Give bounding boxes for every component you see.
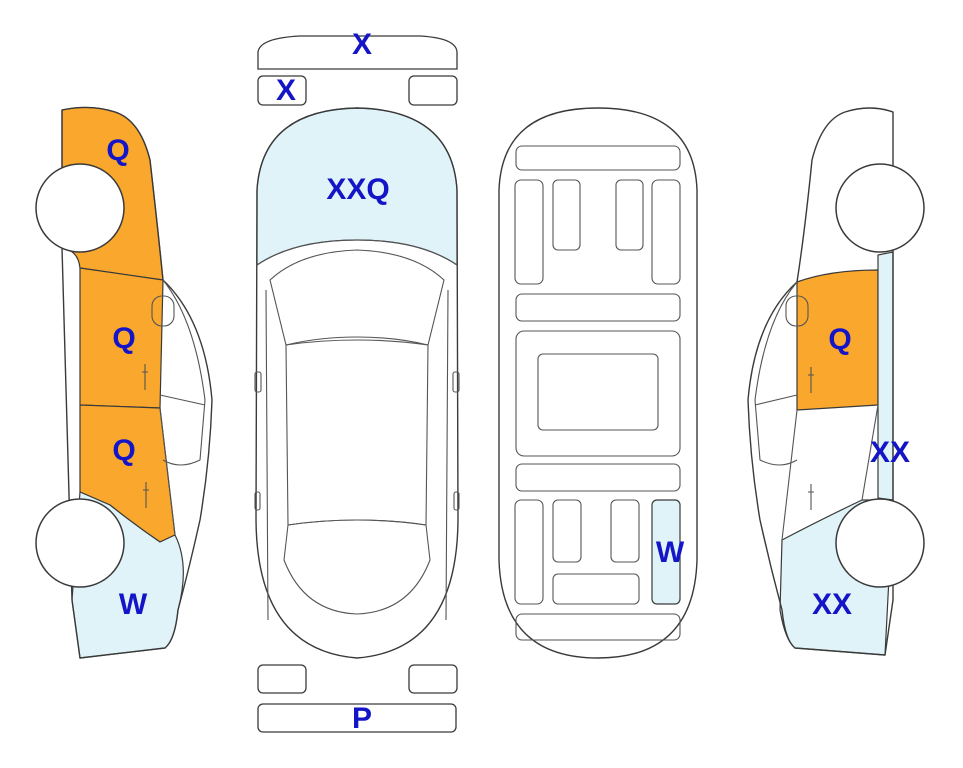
- left-rear-door-label: Q: [112, 434, 135, 467]
- left-door-seam: [159, 407, 176, 536]
- right-pillar-line: [754, 394, 798, 406]
- right-front-door-label: Q: [828, 323, 851, 356]
- left-handle: [254, 491, 261, 511]
- interior-outline: [498, 107, 698, 659]
- interior-trunk: [515, 613, 681, 641]
- left-mirror-side: [151, 295, 175, 327]
- interior-rear-mid-inner: [610, 499, 640, 563]
- right-mirror: [452, 371, 460, 393]
- right-window-line: [754, 281, 798, 466]
- left-front-wheel: [35, 163, 125, 253]
- interior-dashboard: [515, 145, 681, 171]
- right-mirror-side: [785, 295, 809, 327]
- interior-rear-shelf: [552, 573, 640, 605]
- interior-rear-right-zone[interactable]: [651, 499, 681, 605]
- front-left-small-label: X: [276, 74, 296, 107]
- front-left-small-zone[interactable]: [257, 75, 307, 106]
- left-rear-wheel: [35, 498, 125, 588]
- interior-front-left-inner: [552, 179, 581, 251]
- left-pillar-line: [159, 394, 206, 406]
- interior-rear-left-seat: [514, 499, 544, 605]
- left-front-fender-label: Q: [106, 134, 129, 167]
- right-rear-quarter-label: XX: [812, 588, 852, 621]
- interior-center-console: [537, 353, 659, 431]
- front-right-small-zone[interactable]: [408, 75, 458, 106]
- rear-left-small-zone: [257, 664, 307, 694]
- interior-front-right-inner: [615, 179, 644, 251]
- right-pillar-label: XX: [870, 436, 910, 469]
- left-side-body-outline: [61, 106, 213, 659]
- top-view-body-outline: [255, 107, 459, 659]
- interior-rear-bar: [515, 463, 681, 492]
- right-rear-wheel: [835, 498, 925, 588]
- interior-rear-left-inner: [552, 499, 582, 563]
- left-window-line: [162, 279, 206, 466]
- left-side-line: [265, 289, 269, 621]
- right-door-seam: [781, 409, 798, 541]
- right-handle: [453, 491, 460, 511]
- left-front-door-label: Q: [112, 322, 135, 355]
- rear-right-small-zone: [408, 664, 458, 694]
- right-side-body-outline: [747, 107, 894, 656]
- rear-bumper-label: P: [352, 702, 372, 735]
- interior-center-frame: [515, 330, 681, 457]
- hood-label: XXQ: [326, 173, 389, 206]
- interior-front-right-seat: [651, 179, 681, 285]
- windshield: [269, 249, 445, 346]
- front-bumper-top-label: X: [352, 28, 372, 61]
- left-front-door-handle: [142, 364, 148, 390]
- front-bumper-top-zone[interactable]: [257, 35, 458, 70]
- left-rear-door-handle: [143, 482, 149, 508]
- right-rear-door-edge: [861, 404, 879, 501]
- right-front-door-handle: [808, 367, 814, 393]
- interior-rear-right-label: W: [656, 536, 685, 569]
- roof: [285, 339, 429, 526]
- right-front-wheel: [835, 163, 925, 253]
- left-mirror: [254, 371, 262, 393]
- rear-window: [283, 519, 431, 615]
- right-rear-door-handle: [808, 484, 814, 510]
- right-side-line: [445, 289, 449, 621]
- windshield-line: [256, 239, 458, 266]
- interior-mid-bar: [515, 293, 681, 322]
- rear-bumper-zone[interactable]: [257, 703, 457, 733]
- interior-front-left-seat: [514, 179, 544, 285]
- left-rear-quarter-label: W: [119, 588, 148, 621]
